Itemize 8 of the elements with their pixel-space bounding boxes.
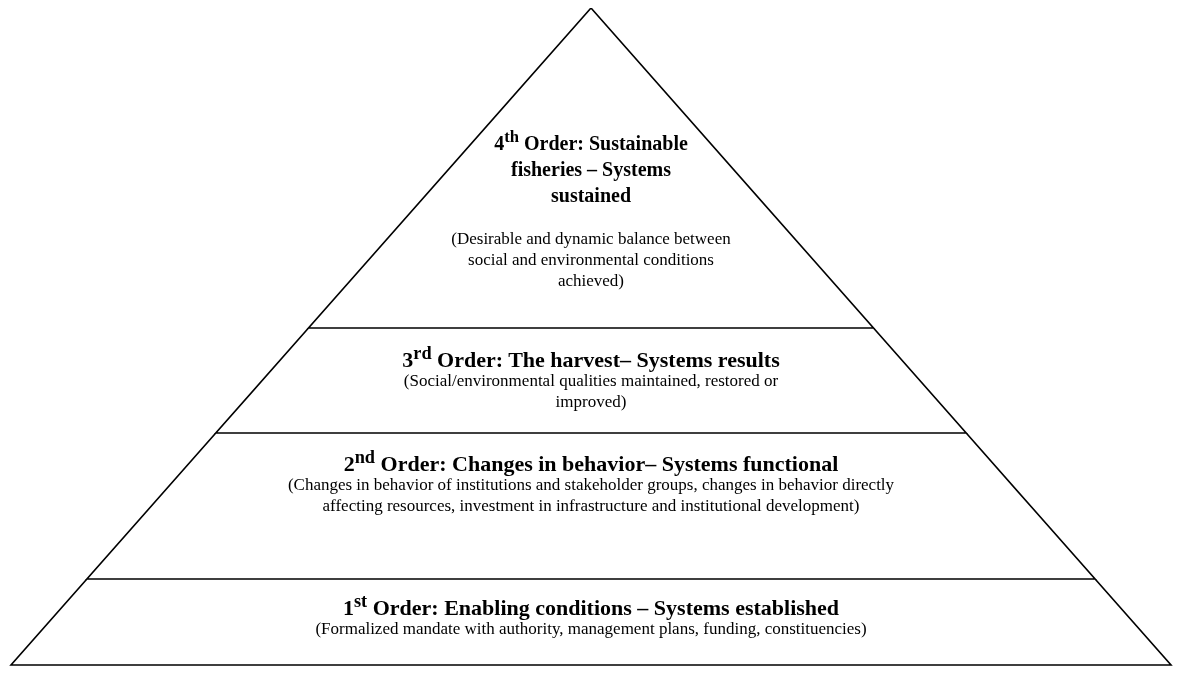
tier-heading: 1$^{st}$ Order: Enabling conditions – Systems established — [341, 590, 841, 622]
tier-description: (Desirable and dynamic balance between social and environmental conditions achieved) — [451, 228, 731, 291]
tier-heading: 2$^{nd}$ Order: Changes in behavior– Systems functional — [342, 446, 840, 478]
tier-description: (Formalized mandate with authority, management plans, funding, constituencies) — [314, 619, 868, 639]
tier-heading: 4$^{th}$ Order: Sustainable fisheries – Systems sustained — [493, 126, 689, 208]
tier-description: (Social/environmental qualities maintained, restored or improved) — [402, 371, 780, 412]
tier-heading: 3$^{rd}$ Order: The harvest– Systems results — [401, 342, 781, 374]
tier-description: (Changes in behavior of institutions and stakeholder groups, changes in behavior directly affecting resources, investment in infrastructure and institutional development) — [286, 475, 896, 516]
